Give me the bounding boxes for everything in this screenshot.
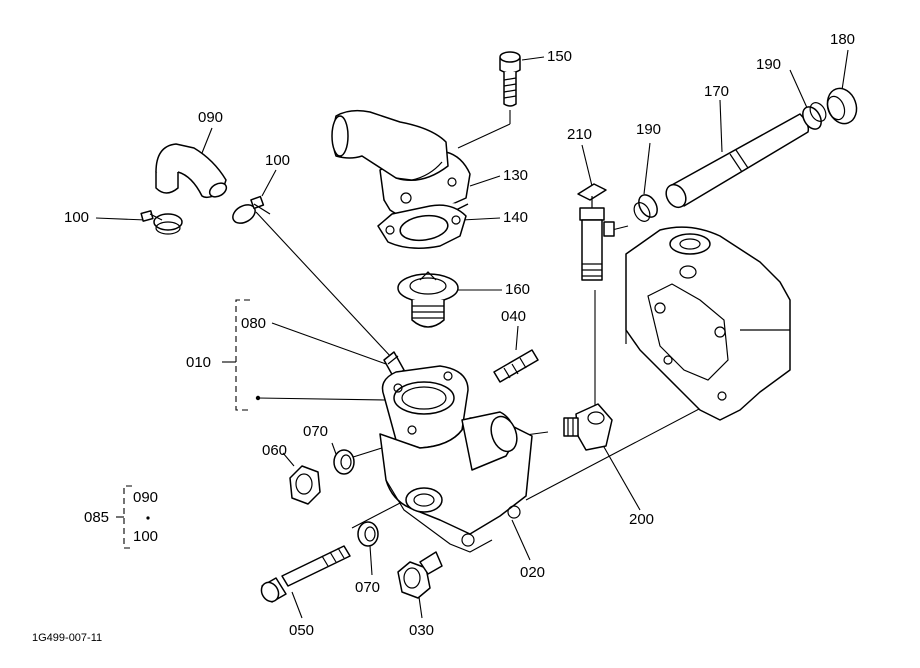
elbow-fitting-200 bbox=[563, 403, 613, 451]
thermostat-housing-010 bbox=[379, 365, 533, 553]
label-080: 080 bbox=[241, 315, 267, 332]
label-085-100: 100 bbox=[133, 528, 159, 545]
kit-bracket-085 bbox=[116, 485, 150, 549]
label-040: 040 bbox=[501, 308, 527, 325]
plug-180 bbox=[826, 87, 858, 125]
hose-clamp-190-right bbox=[802, 102, 827, 130]
label-200: 200 bbox=[629, 511, 655, 528]
hose-clamp-100-right bbox=[232, 195, 271, 224]
label-085-090: 090 bbox=[133, 489, 159, 506]
label-030: 030 bbox=[409, 622, 435, 639]
label-210: 210 bbox=[567, 126, 593, 143]
hose-clamp-190-left bbox=[633, 194, 658, 222]
engine-block bbox=[625, 226, 791, 421]
thermostat-cover-130 bbox=[331, 109, 471, 221]
hose-090 bbox=[155, 143, 228, 199]
label-160: 160 bbox=[505, 281, 531, 298]
thermostat-160 bbox=[397, 271, 459, 328]
label-100-left: 100 bbox=[64, 209, 90, 226]
label-190-left: 190 bbox=[636, 121, 662, 138]
label-140: 140 bbox=[503, 209, 529, 226]
bolt-030 bbox=[397, 551, 443, 599]
stud-040 bbox=[493, 349, 539, 383]
label-190-right: 190 bbox=[756, 56, 782, 73]
gasket-140 bbox=[377, 204, 467, 249]
label-150: 150 bbox=[547, 48, 573, 65]
bolt-150 bbox=[499, 51, 521, 107]
label-130: 130 bbox=[503, 167, 529, 184]
label-020: 020 bbox=[520, 564, 546, 581]
label-050: 050 bbox=[289, 622, 315, 639]
drain-cock-210 bbox=[577, 183, 615, 281]
label-070-upper: 070 bbox=[303, 423, 329, 440]
label-170: 170 bbox=[704, 83, 730, 100]
label-010: 010 bbox=[186, 354, 212, 371]
bolt-050 bbox=[260, 545, 351, 603]
label-070-lower: 070 bbox=[355, 579, 381, 596]
washer-070-lower bbox=[357, 521, 379, 547]
label-180: 180 bbox=[830, 31, 856, 48]
drawing-reference: 1G499-007-11 bbox=[32, 632, 103, 644]
hose-170 bbox=[665, 113, 810, 209]
hose-clamp-100-left bbox=[140, 210, 183, 235]
assembly-bracket-010 bbox=[222, 299, 261, 411]
label-085: 085 bbox=[84, 509, 110, 526]
label-060: 060 bbox=[262, 442, 288, 459]
label-090: 090 bbox=[198, 109, 224, 126]
washer-070-upper bbox=[333, 449, 355, 475]
nut-060 bbox=[289, 465, 321, 505]
label-100-right: 100 bbox=[265, 152, 291, 169]
